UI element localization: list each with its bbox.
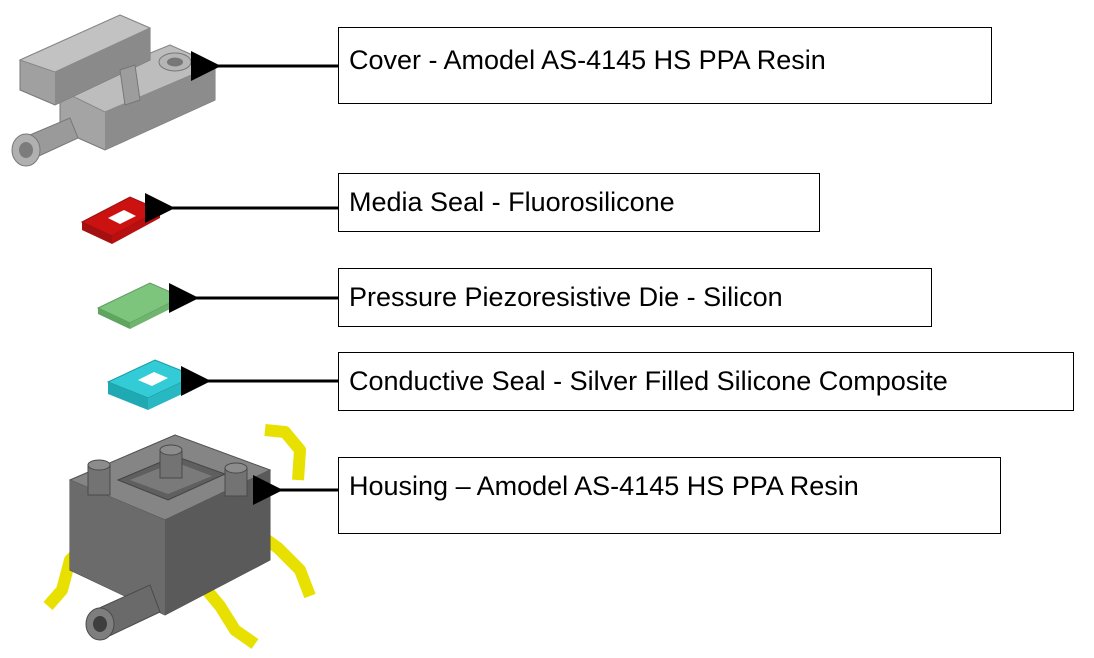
callout-die: Pressure Piezoresistive Die - Silicon xyxy=(338,268,932,327)
media-seal-part xyxy=(80,196,162,244)
callout-cover-label: Cover - Amodel AS-4145 HS PPA Resin xyxy=(349,45,826,75)
callout-conductive-seal: Conductive Seal - Silver Filled Silicone… xyxy=(338,352,1074,411)
conductive-seal-part xyxy=(106,359,197,410)
housing-part xyxy=(43,424,316,649)
die-part xyxy=(96,282,184,329)
callout-cover: Cover - Amodel AS-4145 HS PPA Resin xyxy=(338,27,992,104)
callout-die-label: Pressure Piezoresistive Die - Silicon xyxy=(349,281,783,312)
callout-media-seal: Media Seal - Fluorosilicone xyxy=(338,173,820,232)
callout-media-seal-label: Media Seal - Fluorosilicone xyxy=(349,186,675,217)
callout-housing-label: Housing – Amodel AS-4145 HS PPA Resin xyxy=(349,471,859,501)
cover-part xyxy=(11,14,217,167)
callout-conductive-seal-label: Conductive Seal - Silver Filled Silicone… xyxy=(349,365,948,396)
callout-housing: Housing – Amodel AS-4145 HS PPA Resin xyxy=(338,457,1001,534)
